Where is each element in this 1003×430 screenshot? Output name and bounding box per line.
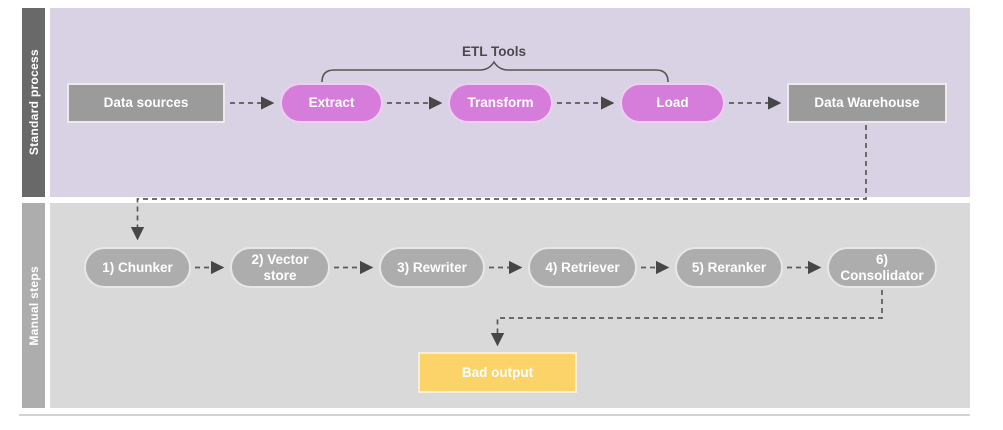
node-data-warehouse: Data Warehouse <box>787 83 947 123</box>
node-data-sources: Data sources <box>67 83 225 123</box>
node-consolidator: 6) Consolidator <box>827 247 937 288</box>
etl-tools-label: ETL Tools <box>462 44 526 59</box>
lane-header-manual-steps: Manual steps <box>22 203 45 408</box>
node-retriever: 4) Retriever <box>528 247 637 288</box>
node-chunker: 1) Chunker <box>84 247 191 288</box>
lane-header-standard-process: Standard process <box>22 8 45 197</box>
node-rewriter: 3) Rewriter <box>379 247 485 288</box>
lane-label-standard-process: Standard process <box>26 49 41 156</box>
node-transform: Transform <box>448 83 553 123</box>
node-vector-store: 2) Vector store <box>230 247 330 288</box>
node-extract: Extract <box>280 83 383 123</box>
node-reranker: 5) Reranker <box>675 247 783 288</box>
node-load: Load <box>620 83 725 123</box>
node-bad-output: Bad output <box>418 352 577 393</box>
bottom-separator-line <box>19 414 970 416</box>
lane-label-manual-steps: Manual steps <box>26 265 41 346</box>
